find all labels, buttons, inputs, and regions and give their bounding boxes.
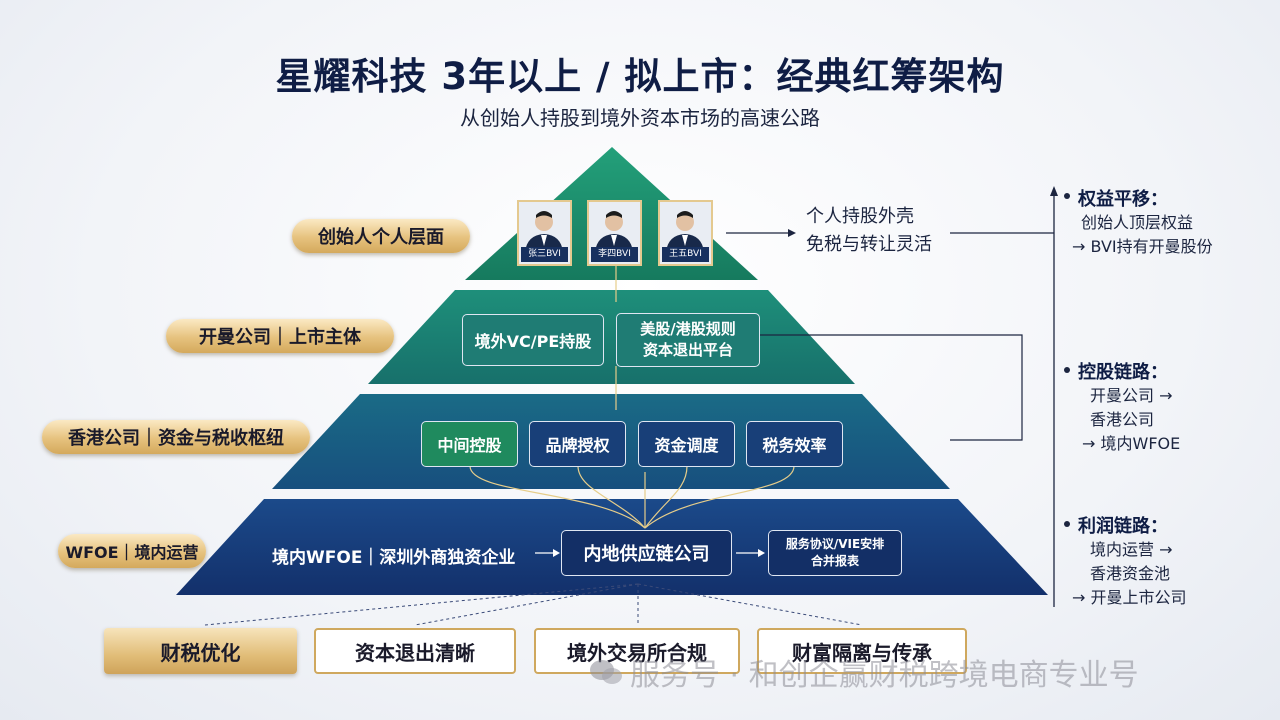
panel-heading: 利润链路： [1078,516,1168,537]
arrow-head [788,229,796,237]
panel-profit-chain: 利润链路： 境内运营 → 香港资金池 → 开曼上市公司 [1072,512,1187,610]
panel-text: 香港公司 [1090,410,1155,429]
person-icon [595,211,633,252]
arrow-head [1050,186,1058,196]
panel-heading: 控股链路： [1078,362,1168,383]
founder-note-line: 免税与转让灵活 [806,234,932,255]
founder-tag: 王五BVI [662,247,709,262]
box-line: 资本退出平台 [642,341,733,359]
box-offshore-vc-pe: 境外VC/PE持股 [462,314,604,366]
page-subtitle: 从创始人持股到境外资本市场的高速公路 [460,106,820,130]
person-icon [666,211,704,252]
box-fund-allocation: 资金调度 [638,421,735,467]
panel-text: 开曼公司 → [1090,386,1173,405]
panel-text: → 境内WFOE [1082,434,1181,453]
box-tax-efficiency: 税务效率 [746,421,843,467]
panel-text: → 开曼上市公司 [1072,588,1187,607]
watermark: 服务号 · 和创企赢财税跨境电商专业号 [588,650,1139,694]
benefit-exchange-compliance: 境外交易所合规 [534,628,740,674]
watermark-text: 服务号 · 和创企赢财税跨境电商专业号 [630,658,1139,693]
dashed-connector [414,583,639,626]
connector-line [577,465,646,529]
person-icon [525,211,563,252]
benefit-tax-optimization: 财税优化 [104,628,297,674]
bullet-dot [1064,367,1070,373]
level-label-cayman: 开曼公司｜上市主体 [166,319,394,353]
connector-line [644,465,795,529]
arrow-head [553,549,560,557]
connector-line [644,465,688,529]
founder-tag: 李四BVI [591,247,638,262]
box-line: 合并报表 [810,554,859,568]
level-label-wfoe: WFOE｜境内运营 [58,534,206,568]
box-vie-arrangement: 服务协议/VIE安排 合并报表 [768,530,902,576]
panel-control-chain: 控股链路： 开曼公司 → 香港公司 → 境内WFOE [1078,358,1180,456]
panel-equity-transfer: 权益平移： 创始人顶层权益 → BVI持有开曼股份 [1072,185,1213,259]
wfoe-text: 境内WFOE｜深圳外商独资企业 [272,548,516,568]
page-title: 星耀科技 3年以上 / 拟上市：经典红筹架构 [275,55,1005,98]
bullet-dot [1064,193,1070,199]
bullet-dot [1064,521,1070,527]
wechat-icon [590,660,622,684]
founder-note-line: 个人持股外壳 [806,206,914,227]
box-intermediate-holding: 中间控股 [421,421,518,467]
box-line: 美股/港股规则 [640,320,736,338]
benefit-capital-exit: 资本退出清晰 [314,628,516,674]
panel-text: 香港资金池 [1090,564,1171,583]
founder-tag: 张三BVI [521,247,568,262]
benefit-wealth-isolation: 财富隔离与传承 [757,628,967,674]
box-line: 服务协议/VIE安排 [785,537,885,551]
box-brand-license: 品牌授权 [529,421,626,467]
bracket-connector [760,334,1023,441]
founder-avatar: 张三BVI [517,200,572,266]
box-listing-rules: 美股/港股规则 资本退出平台 [616,313,760,367]
level-label-founder: 创始人个人层面 [292,219,470,253]
box-supply-chain-company: 内地供应链公司 [561,530,732,576]
panel-heading: 权益平移： [1078,189,1168,210]
connector-line [469,465,646,529]
panel-text: 境内运营 → [1090,540,1173,559]
dashed-connector [637,583,863,626]
arrow-head [758,549,765,557]
panel-text: → BVI持有开曼股份 [1072,237,1213,256]
dashed-connector [204,583,639,626]
founder-avatar: 李四BVI [587,200,642,266]
founder-avatar: 王五BVI [658,200,713,266]
pyramid-tier-cayman [368,290,855,384]
panel-text: 创始人顶层权益 [1081,213,1194,232]
founder-note: 个人持股外壳 免税与转让灵活 [806,203,932,259]
level-label-hk: 香港公司｜资金与税收枢纽 [42,420,310,454]
